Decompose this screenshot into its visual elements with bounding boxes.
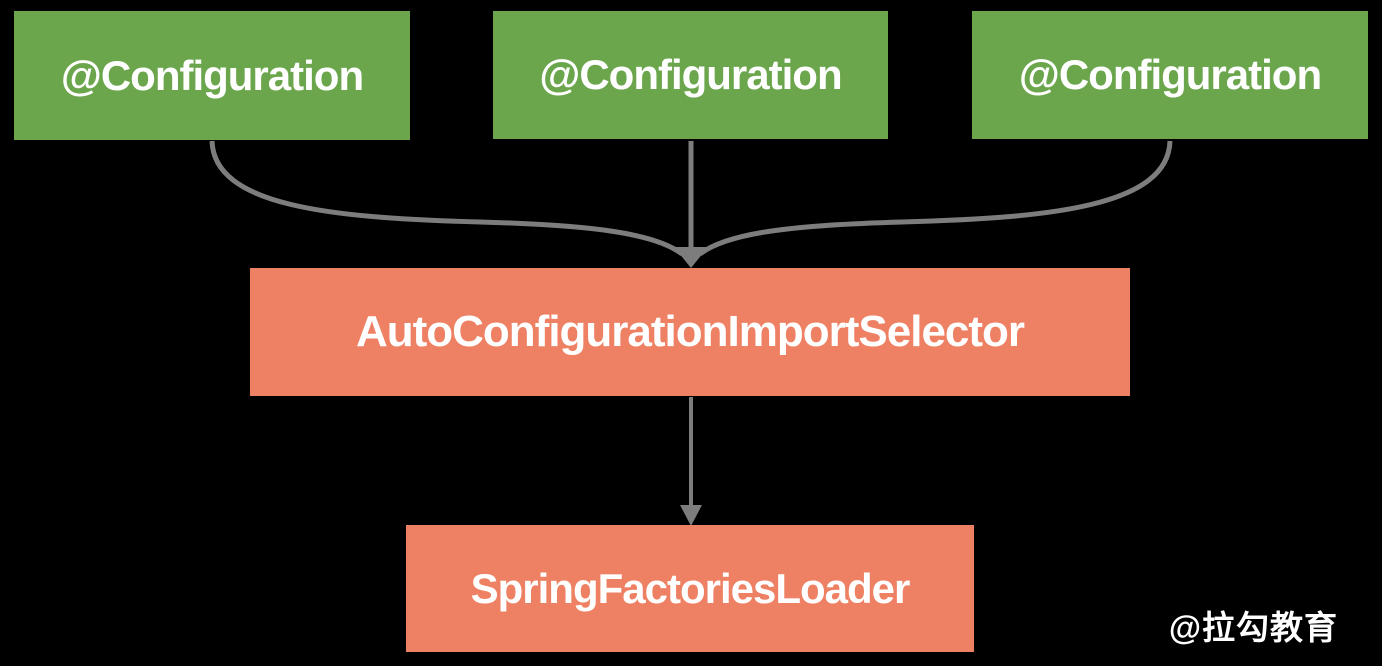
configuration-box-3-label: @Configuration [1018, 51, 1322, 98]
arrowhead-loader [680, 505, 702, 526]
arrow-curve-left [209, 140, 684, 257]
configuration-box-1: @Configuration [14, 11, 410, 140]
configuration-box-2-label: @Configuration [539, 51, 842, 98]
auto-configuration-import-selector-box: AutoConfigurationImportSelector [250, 268, 1130, 396]
arrow-curve-right [698, 140, 1173, 257]
arrowhead-converge [674, 247, 708, 268]
configuration-box-1-label: @Configuration [60, 51, 364, 99]
configuration-box-2: @Configuration [493, 11, 888, 139]
spring-factories-loader-label: SpringFactoriesLoader [470, 564, 911, 612]
configuration-box-3: @Configuration [972, 11, 1368, 139]
watermark: @拉勾教育 [1168, 609, 1338, 646]
spring-factories-loader-box: SpringFactoriesLoader [406, 525, 974, 652]
auto-configuration-import-selector-label: AutoConfigurationImportSelector [355, 307, 1025, 356]
